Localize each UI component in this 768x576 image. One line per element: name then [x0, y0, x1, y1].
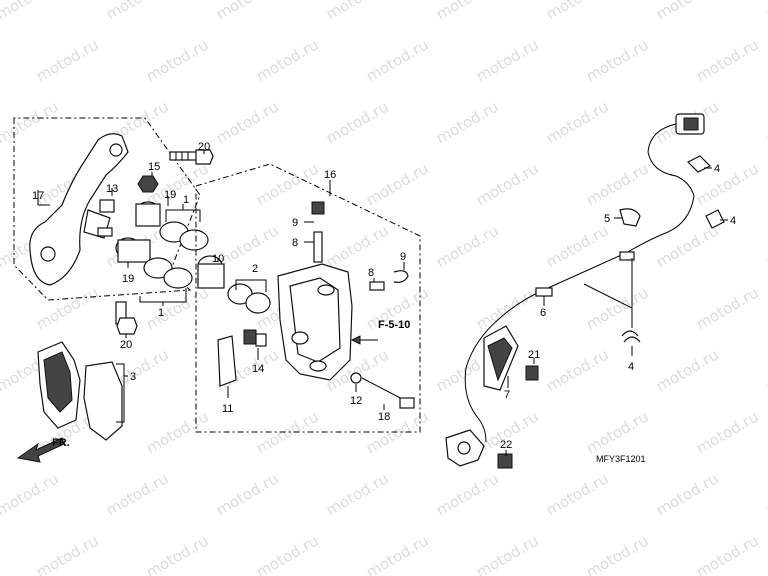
- callout-20-top: 20: [198, 141, 210, 153]
- brake-pads: [37, 341, 123, 441]
- watermark-text: motod.ru: [323, 221, 392, 271]
- callout-1-upper: 1: [183, 194, 189, 206]
- watermark-text: motod.ru: [0, 0, 62, 23]
- watermark-text: motod.ru: [433, 469, 502, 519]
- watermark-text: motod.ru: [143, 35, 212, 85]
- callout-4-mid: 4: [730, 215, 736, 227]
- callout-7: 7: [504, 389, 510, 401]
- speed-sensor-group: [445, 113, 725, 469]
- watermark-text: motod.ru: [363, 531, 432, 576]
- watermark-text: motod.ru: [763, 97, 768, 147]
- watermark-text: motod.ru: [33, 283, 102, 333]
- callout-8-lower: 8: [368, 267, 374, 279]
- callout-19-lower: 19: [122, 273, 134, 285]
- watermark-text: motod.ru: [583, 283, 652, 333]
- watermark-text: motod.ru: [653, 0, 722, 23]
- watermark-text: motod.ru: [103, 469, 172, 519]
- front-direction-arrow: FR.: [16, 437, 70, 463]
- watermark-text: motod.ru: [543, 469, 612, 519]
- watermark-text: motod.ru: [363, 35, 432, 85]
- callout-19-upper: 19: [164, 189, 176, 201]
- piston-seal-set-lower: [115, 237, 271, 314]
- callout-13: 13: [106, 183, 118, 195]
- watermark-text: motod.ru: [143, 531, 212, 576]
- watermark-text: motod.ru: [0, 469, 62, 519]
- callout-16: 16: [324, 169, 336, 181]
- leader-lines: [37, 150, 728, 456]
- bolt-20-lower: [115, 301, 138, 335]
- callout-10: 10: [212, 253, 224, 265]
- caliper-bracket-group: [13, 117, 201, 301]
- callout-14: 14: [252, 363, 264, 375]
- watermark-text: motod.ru: [213, 0, 282, 23]
- watermark-text: motod.ru: [323, 469, 392, 519]
- watermark-text: motod.ru: [653, 469, 722, 519]
- watermark-text: motod.ru: [253, 159, 322, 209]
- callout-21: 21: [528, 349, 540, 361]
- bolt-20-top: [169, 149, 214, 165]
- watermark-text: motod.ru: [693, 35, 762, 85]
- watermark-text: motod.ru: [543, 0, 612, 23]
- watermark-text: motod.ru: [473, 531, 542, 576]
- watermark-text: motod.ru: [583, 35, 652, 85]
- watermark-text: motod.ru: [693, 283, 762, 333]
- watermark-text: motod.ru: [213, 97, 282, 147]
- watermark-text: motod.ru: [693, 531, 762, 576]
- watermark-text: motod.ru: [323, 97, 392, 147]
- diagram-code: MFY3F1201: [596, 454, 646, 464]
- watermark-text: motod.ru: [583, 531, 652, 576]
- callout-4-bottom: 4: [628, 361, 634, 373]
- watermark-text: motod.ru: [33, 35, 102, 85]
- watermark-text: motod.ru: [473, 283, 542, 333]
- callout-5: 5: [604, 213, 610, 225]
- watermark-text: motod.ru: [473, 35, 542, 85]
- watermark-text: motod.ru: [763, 221, 768, 271]
- watermark-text: motod.ru: [433, 0, 502, 23]
- watermark-text: motod.ru: [253, 531, 322, 576]
- watermark-text: motod.ru: [693, 407, 762, 457]
- watermark-text: motod.ru: [433, 221, 502, 271]
- watermark-text: motod.ru: [543, 345, 612, 395]
- watermark-text: motod.ru: [543, 97, 612, 147]
- callout-4-top: 4: [714, 163, 720, 175]
- watermark-text: motod.ru: [583, 407, 652, 457]
- callout-1-lower: 1: [158, 307, 164, 319]
- watermark-text: motod.ru: [763, 469, 768, 519]
- callout-2: 2: [252, 263, 258, 275]
- watermark-text: motod.ru: [323, 0, 392, 23]
- watermark-text: motod.ru: [653, 345, 722, 395]
- nut-15: [137, 175, 159, 193]
- watermark-text: motod.ru: [583, 159, 652, 209]
- watermark-text: motod.ru: [473, 159, 542, 209]
- watermark-text: motod.ru: [33, 531, 102, 576]
- reference-label: F-5-10: [378, 319, 410, 331]
- direction-label: FR.: [52, 437, 70, 449]
- watermark-text: motod.ru: [0, 97, 62, 147]
- callout-11: 11: [222, 403, 233, 415]
- callout-12: 12: [350, 395, 362, 407]
- callout-labels: 20 15 13 17 19 1 19 1 10 2 20 3 11 14 12…: [32, 141, 736, 451]
- callout-6: 6: [540, 307, 546, 319]
- watermark-text: motod.ru: [253, 35, 322, 85]
- watermark-text: motod.ru: [653, 221, 722, 271]
- callout-15: 15: [148, 161, 160, 173]
- watermark-text: motod.ru: [433, 97, 502, 147]
- watermark-text: motod.ru: [213, 469, 282, 519]
- callout-17: 17: [32, 190, 44, 202]
- watermark-text: motod.ru: [363, 159, 432, 209]
- caliper-body-group: [195, 163, 421, 433]
- watermark-text: motod.ru: [103, 0, 172, 23]
- callout-20-lower: 20: [120, 339, 132, 351]
- callout-9-upper: 9: [292, 217, 298, 229]
- callout-18: 18: [378, 411, 390, 423]
- watermark-text: motod.ru: [763, 345, 768, 395]
- callout-22: 22: [500, 439, 512, 451]
- callout-3: 3: [130, 371, 136, 383]
- piston-seal-set-upper: [135, 201, 209, 251]
- callout-8-upper: 8: [292, 237, 298, 249]
- callout-9-lower: 9: [400, 251, 406, 263]
- reference-f-5-10: F-5-10: [350, 319, 410, 345]
- watermark-text: motod.ru: [763, 0, 768, 23]
